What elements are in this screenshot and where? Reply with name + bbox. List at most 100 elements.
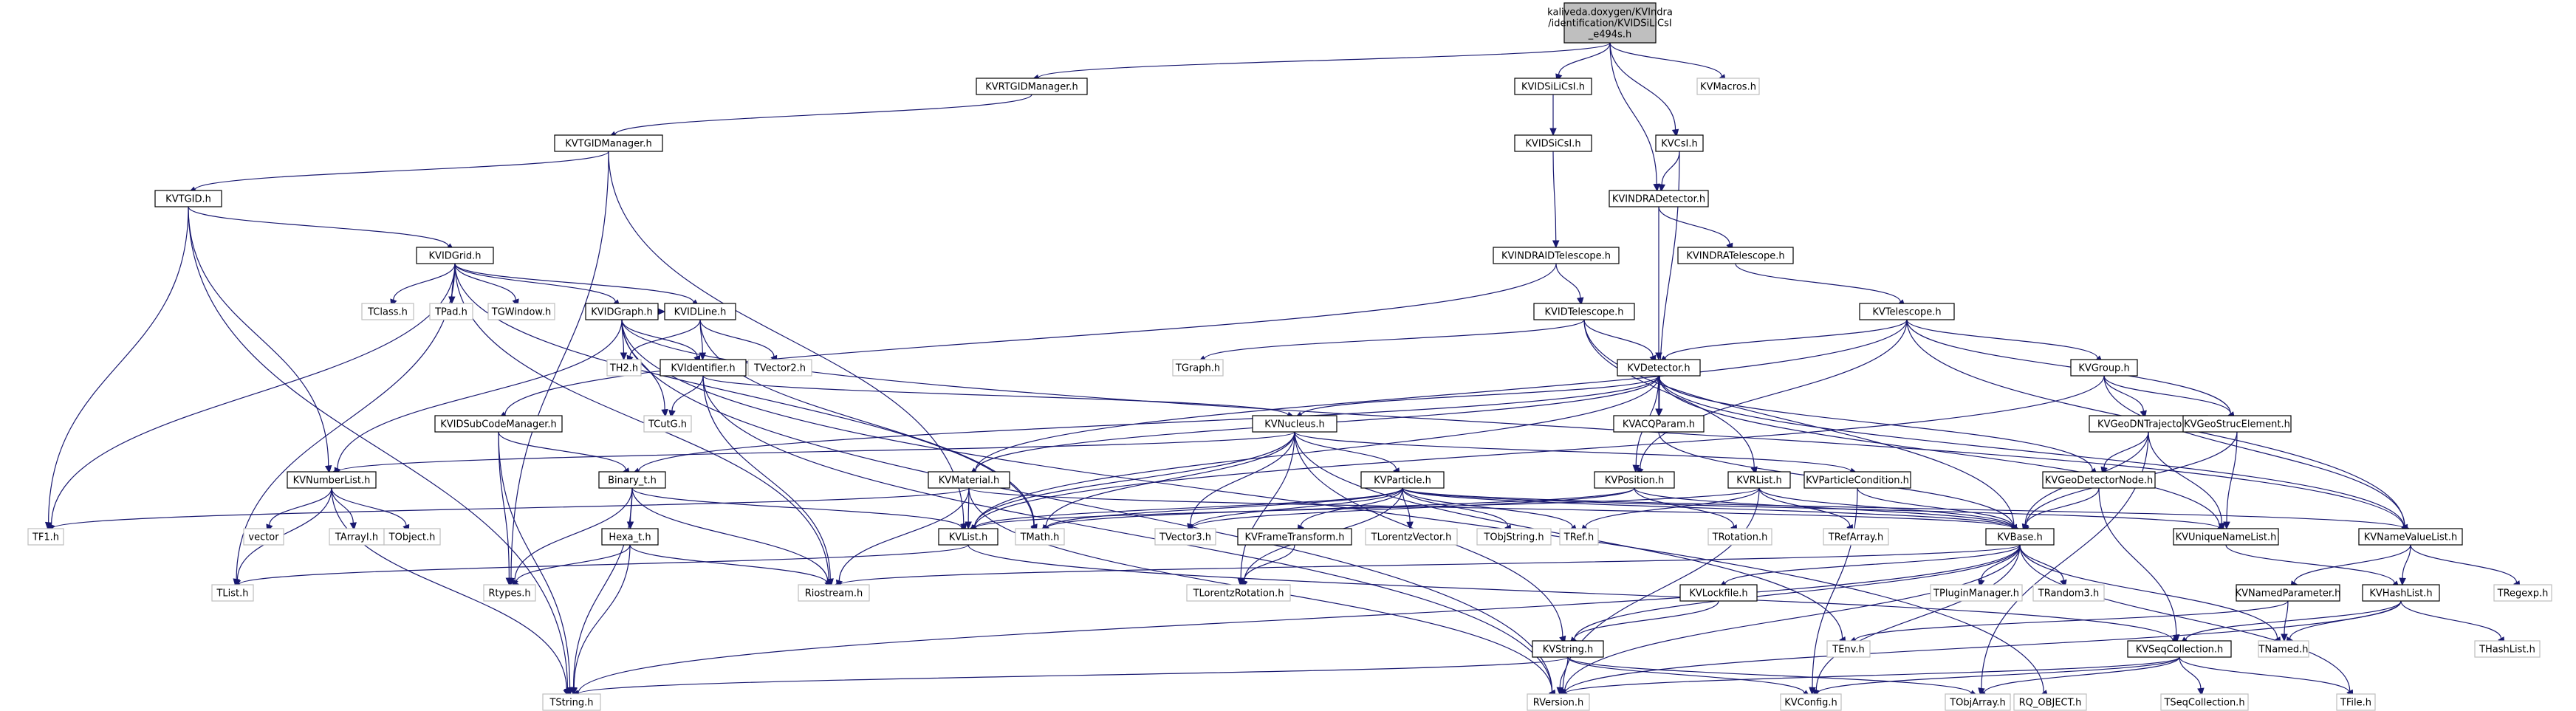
node-th2[interactable]: TH2.h [606, 359, 642, 377]
node-tobjstring[interactable]: TObjString.h [1476, 528, 1552, 546]
node-tseqcoll[interactable]: TSeqCollection.h [2160, 693, 2249, 711]
node-macros[interactable]: KVMacros.h [1696, 78, 1760, 95]
node-box-rtypes[interactable] [483, 584, 536, 602]
node-box-vector[interactable] [243, 528, 284, 546]
node-tf1[interactable]: TF1.h [27, 528, 64, 546]
node-trefarray[interactable]: TRefArray.h [1823, 528, 1889, 546]
node-box-root[interactable] [1563, 2, 1657, 44]
node-box-geostruc[interactable] [2182, 415, 2292, 433]
node-uniquename[interactable]: KVUniqueNameList.h [2173, 528, 2279, 546]
node-tobjarray[interactable]: TObjArray.h [1945, 693, 2011, 711]
node-box-tobject[interactable] [383, 528, 441, 546]
node-rqobject[interactable]: RQ_OBJECT.h [2013, 693, 2087, 711]
node-tenv[interactable]: TEnv.h [1826, 640, 1871, 658]
node-tgid[interactable]: KVTGID.h [154, 190, 222, 207]
node-box-geodetnode[interactable] [2042, 471, 2156, 489]
node-telescope[interactable]: KVTelescope.h [1859, 303, 1955, 320]
node-box-tgwindow[interactable] [487, 303, 555, 320]
node-box-frametrans[interactable] [1237, 528, 1352, 546]
node-box-material[interactable] [928, 471, 1010, 489]
node-box-group[interactable] [2070, 359, 2138, 377]
node-box-tlist[interactable] [211, 584, 254, 602]
node-box-position[interactable] [1594, 471, 1675, 489]
node-kvstring[interactable]: KVString.h [1532, 640, 1604, 658]
node-box-rtgidmgr[interactable] [976, 78, 1088, 95]
node-indratel[interactable]: KVINDRATelescope.h [1677, 247, 1794, 264]
node-box-tlorentzrot[interactable] [1186, 584, 1291, 602]
node-idline[interactable]: KVIDLine.h [664, 303, 736, 320]
node-box-numberlist[interactable] [287, 471, 377, 489]
node-group[interactable]: KVGroup.h [2070, 359, 2138, 377]
node-box-tpluginmgr[interactable] [1930, 584, 2023, 602]
node-kvconfig[interactable]: KVConfig.h [1780, 693, 1842, 711]
node-box-particle[interactable] [1360, 471, 1445, 489]
node-box-tnamed[interactable] [2258, 640, 2309, 658]
node-box-acqparam[interactable] [1613, 415, 1705, 433]
node-box-kvconfig[interactable] [1780, 693, 1842, 711]
node-box-tclass[interactable] [361, 303, 414, 320]
node-box-hashlist[interactable] [2362, 584, 2440, 602]
node-box-th2[interactable] [606, 359, 642, 377]
node-geodntraj[interactable]: KVGeoDNTrajectory.h [2089, 415, 2208, 433]
node-tgwindow[interactable]: TGWindow.h [487, 303, 555, 320]
node-box-tf1[interactable] [27, 528, 64, 546]
node-tmath[interactable]: TMath.h [1015, 528, 1065, 546]
node-tarrayi[interactable]: TArrayI.h [329, 528, 385, 546]
node-tvector2[interactable]: TVector2.h [747, 359, 812, 377]
node-geodetnode[interactable]: KVGeoDetectorNode.h [2042, 471, 2156, 489]
node-tregexp[interactable]: TRegexp.h [2493, 584, 2552, 602]
node-box-hexa[interactable] [601, 528, 659, 546]
node-box-tref[interactable] [1559, 528, 1599, 546]
node-detector[interactable]: KVDetector.h [1617, 359, 1701, 377]
node-identifier[interactable]: KVIdentifier.h [660, 359, 747, 377]
node-kvbase[interactable]: KVBase.h [1985, 528, 2055, 546]
node-box-tseqcoll[interactable] [2160, 693, 2249, 711]
node-particle[interactable]: KVParticle.h [1360, 471, 1445, 489]
node-box-idgraph[interactable] [585, 303, 659, 320]
node-tlorentzrot[interactable]: TLorentzRotation.h [1186, 584, 1291, 602]
node-box-detector[interactable] [1617, 359, 1701, 377]
node-box-tmath[interactable] [1015, 528, 1065, 546]
node-hashlist[interactable]: KVHashList.h [2362, 584, 2440, 602]
node-box-rversion[interactable] [1527, 693, 1590, 711]
node-box-indradet[interactable] [1609, 190, 1709, 207]
node-csi[interactable]: KVCsI.h [1655, 134, 1704, 152]
node-acqparam[interactable]: KVACQParam.h [1613, 415, 1705, 433]
node-trandom3[interactable]: TRandom3.h [2032, 584, 2105, 602]
node-box-sicsi[interactable] [1514, 78, 1592, 95]
node-position[interactable]: KVPosition.h [1594, 471, 1675, 489]
node-tlorentzvec[interactable]: TLorentzVector.h [1365, 528, 1458, 546]
node-box-kvstring[interactable] [1532, 640, 1604, 658]
node-tcutg[interactable]: TCutG.h [643, 415, 692, 433]
node-tclass[interactable]: TClass.h [361, 303, 414, 320]
node-tobject[interactable]: TObject.h [383, 528, 441, 546]
node-trotation[interactable]: TRotation.h [1707, 528, 1772, 546]
node-box-idtel[interactable] [1533, 303, 1635, 320]
node-indraidtel[interactable]: KVINDRAIDTelescope.h [1493, 247, 1620, 264]
node-box-idline[interactable] [664, 303, 736, 320]
node-box-kvbase[interactable] [1985, 528, 2055, 546]
node-box-trandom3[interactable] [2032, 584, 2105, 602]
node-box-idgrid[interactable] [416, 247, 494, 264]
node-box-idsicsi[interactable] [1514, 134, 1592, 152]
node-box-identifier[interactable] [660, 359, 747, 377]
node-idsubcode[interactable]: KVIDSubCodeManager.h [434, 415, 563, 433]
node-box-telescope[interactable] [1859, 303, 1955, 320]
node-tgraph[interactable]: TGraph.h [1172, 359, 1224, 377]
node-box-tgid[interactable] [154, 190, 222, 207]
node-partcond[interactable]: KVParticleCondition.h [1803, 471, 1911, 489]
node-vector[interactable]: vector [243, 528, 284, 546]
node-box-tstring[interactable] [542, 693, 601, 711]
node-sicsi[interactable]: KVIDSiLiCsI.h [1514, 78, 1592, 95]
node-box-uniquename[interactable] [2173, 528, 2279, 546]
node-indradet[interactable]: KVINDRADetector.h [1609, 190, 1709, 207]
node-frametrans[interactable]: KVFrameTransform.h [1237, 528, 1352, 546]
node-box-tgraph[interactable] [1172, 359, 1224, 377]
node-box-macros[interactable] [1696, 78, 1760, 95]
node-box-rlist[interactable] [1727, 471, 1791, 489]
node-box-riostream[interactable] [798, 584, 870, 602]
node-tvector3[interactable]: TVector3.h [1154, 528, 1216, 546]
node-box-tcutg[interactable] [643, 415, 692, 433]
node-geostruc[interactable]: KVGeoStrucElement.h [2182, 415, 2292, 433]
node-box-trotation[interactable] [1707, 528, 1772, 546]
